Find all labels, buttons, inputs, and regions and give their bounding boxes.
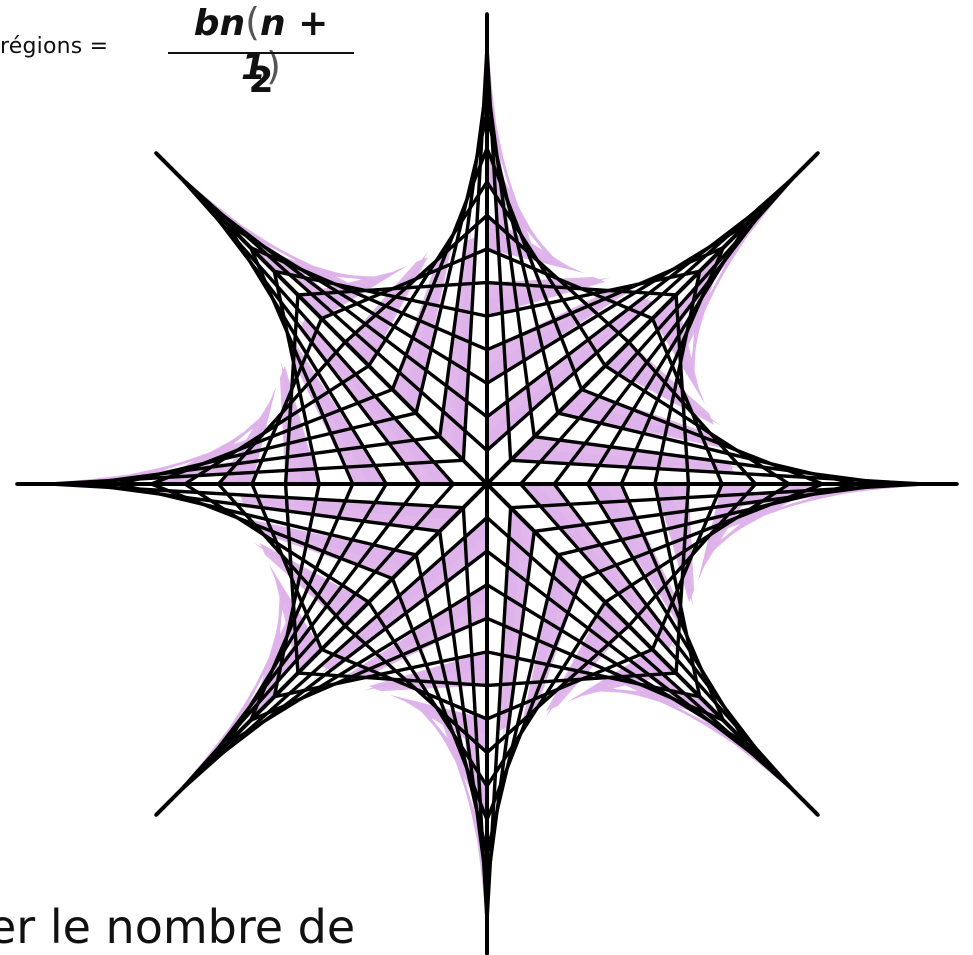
string-line	[201, 549, 489, 770]
fraction-bar	[168, 52, 354, 54]
star-cell	[17, 460, 246, 484]
string-line	[82, 482, 442, 533]
string-line	[485, 529, 536, 889]
formula-var-n: n	[219, 3, 246, 44]
string-line	[343, 213, 489, 344]
formula-label: régions =	[0, 34, 109, 59]
formula-denominator: 2	[248, 60, 274, 101]
string-line	[319, 247, 489, 321]
string-line	[653, 482, 702, 699]
string-line	[178, 515, 489, 793]
string-line	[485, 175, 796, 453]
star-cell	[487, 232, 585, 274]
string-line	[650, 482, 724, 652]
string-line	[674, 482, 691, 675]
string-line	[183, 482, 371, 604]
string-line	[485, 647, 655, 721]
string-line	[461, 45, 489, 463]
string-line	[485, 280, 678, 297]
string-line	[485, 269, 702, 318]
star-cell	[487, 14, 511, 243]
region-formula: régions = bn(n + 1) 2	[0, 0, 380, 110]
string-line	[485, 247, 655, 321]
string-line	[367, 180, 489, 368]
string-line	[178, 175, 456, 486]
star-cell	[588, 686, 712, 709]
star-cell	[337, 584, 487, 687]
star-axis	[154, 482, 489, 817]
star-cell	[697, 484, 739, 582]
string-line	[272, 269, 321, 486]
caption-text: er le nombre de	[0, 900, 356, 954]
string-line	[272, 650, 489, 699]
string-line	[201, 198, 422, 486]
string-line	[485, 505, 513, 923]
string-line	[650, 316, 724, 486]
star-axis	[485, 482, 820, 817]
string-line	[552, 482, 773, 770]
star-cell	[728, 484, 957, 508]
string-line	[216, 482, 347, 628]
star-cell	[689, 259, 712, 383]
string-line	[532, 435, 892, 486]
formula-var-b: b	[193, 3, 220, 44]
string-line	[485, 198, 773, 419]
string-line	[48, 482, 466, 510]
star-cell	[487, 285, 663, 451]
string-line	[283, 293, 300, 486]
string-line	[485, 600, 607, 788]
star-axis	[485, 151, 820, 486]
star-outline	[17, 14, 957, 954]
string-line	[627, 340, 758, 486]
string-line	[485, 624, 631, 755]
star-cell	[389, 694, 487, 736]
string-line	[438, 79, 489, 439]
star-cell	[463, 725, 487, 954]
string-line	[319, 647, 489, 721]
string-line	[603, 364, 791, 486]
string-line	[518, 482, 796, 793]
string-line	[250, 316, 324, 486]
string-line	[508, 458, 926, 486]
star-cell	[520, 484, 686, 660]
star-axis	[154, 151, 489, 486]
string-line	[250, 482, 324, 652]
star-cell	[587, 484, 690, 634]
string-line	[296, 671, 489, 688]
